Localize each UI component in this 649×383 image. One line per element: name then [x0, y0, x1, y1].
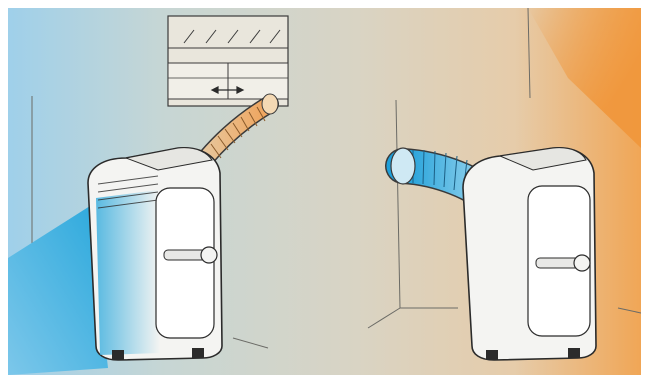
- scene-svg: [8, 8, 641, 375]
- portable-ac-unit-left: [88, 148, 222, 360]
- portable-ac-illustration: [8, 8, 641, 375]
- window-vent-icon: [168, 16, 288, 106]
- portable-ac-unit-right: [463, 148, 596, 360]
